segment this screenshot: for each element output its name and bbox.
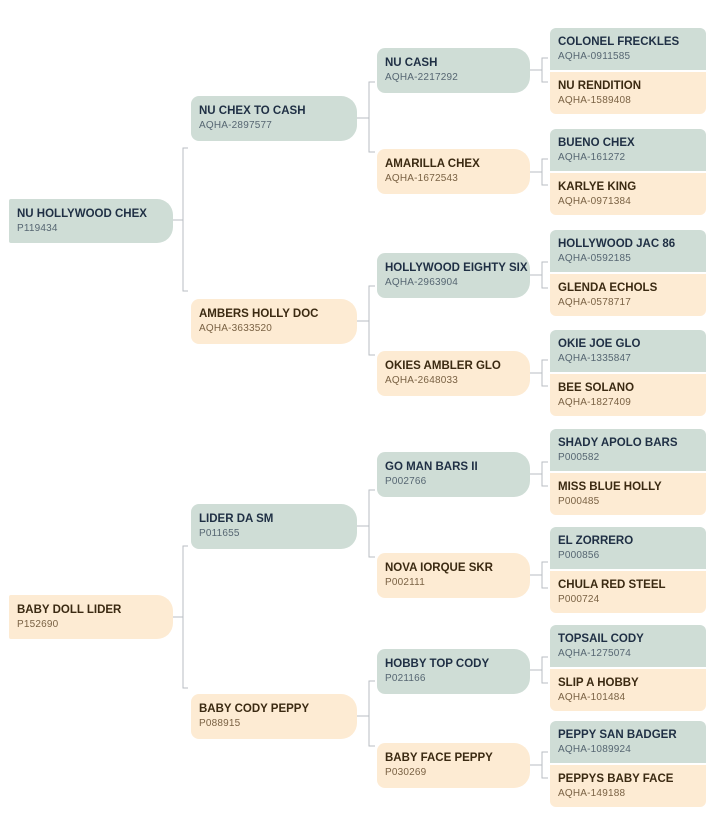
- horse-name: MISS BLUE HOLLY: [558, 480, 662, 493]
- horse-card-nu-hollywood-chex[interactable]: NU HOLLYWOOD CHEX P119434: [9, 199, 173, 243]
- registration-number: AQHA-0971384: [558, 195, 632, 207]
- registration-number: AQHA-0578717: [558, 296, 632, 308]
- horse-card-okies-ambler-glo[interactable]: OKIES AMBLER GLO AQHA-2648033: [377, 351, 530, 396]
- horse-card-shady-apolo-bars[interactable]: SHADY APOLO BARS P000582: [550, 429, 706, 471]
- horse-card-hollywood-eighty-six[interactable]: HOLLYWOOD EIGHTY SIX AQHA-2963904: [377, 253, 530, 298]
- horse-card-hobby-top-cody[interactable]: HOBBY TOP CODY P021166: [377, 649, 530, 694]
- horse-name: KARLYE KING: [558, 180, 637, 193]
- horse-name: CHULA RED STEEL: [558, 578, 666, 591]
- horse-name: COLONEL FRECKLES: [558, 35, 680, 48]
- horse-name: BUENO CHEX: [558, 136, 635, 149]
- horse-name: GLENDA ECHOLS: [558, 281, 658, 294]
- registration-number: AQHA-2963904: [385, 277, 459, 288]
- registration-number: AQHA-3633520: [199, 323, 273, 334]
- horse-name: BABY CODY PEPPY: [199, 703, 310, 715]
- horse-name: NU RENDITION: [558, 79, 642, 92]
- horse-card-nu-chex-to-cash[interactable]: NU CHEX TO CASH AQHA-2897577: [191, 96, 357, 141]
- registration-number: P011655: [199, 528, 240, 539]
- registration-number: AQHA-2217292: [385, 72, 459, 83]
- horse-card-peppy-san-badger[interactable]: PEPPY SAN BADGER AQHA-1089924: [550, 721, 706, 763]
- horse-name: EL ZORRERO: [558, 534, 634, 547]
- registration-number: P152690: [17, 618, 59, 630]
- horse-card-go-man-bars-ii[interactable]: GO MAN BARS II P002766: [377, 452, 530, 497]
- horse-name: AMARILLA CHEX: [385, 158, 480, 170]
- registration-number: P119434: [17, 222, 58, 234]
- registration-number: P021166: [385, 673, 426, 684]
- registration-number: AQHA-161272: [558, 151, 626, 163]
- horse-card-chula-red-steel[interactable]: CHULA RED STEEL P000724: [550, 571, 706, 613]
- horse-card-lider-da-sm[interactable]: LIDER DA SM P011655: [191, 504, 357, 549]
- horse-card-baby-face-peppy[interactable]: BABY FACE PEPPY P030269: [377, 743, 530, 788]
- horse-card-bee-solano[interactable]: BEE SOLANO AQHA-1827409: [550, 374, 706, 416]
- registration-number: AQHA-1827409: [558, 396, 632, 408]
- horse-name: TOPSAIL CODY: [558, 632, 644, 645]
- registration-number: AQHA-0911585: [558, 50, 631, 62]
- registration-number: P000582: [558, 451, 600, 463]
- registration-number: P002766: [385, 476, 427, 487]
- horse-name: PEPPYS BABY FACE: [558, 772, 674, 785]
- horse-name: HOLLYWOOD JAC 86: [558, 237, 676, 250]
- registration-number: P030269: [385, 767, 427, 778]
- horse-card-bueno-chex[interactable]: BUENO CHEX AQHA-161272: [550, 129, 706, 171]
- horse-card-hollywood-jac-86[interactable]: HOLLYWOOD JAC 86 AQHA-0592185: [550, 230, 706, 272]
- horse-name: HOBBY TOP CODY: [385, 658, 490, 670]
- registration-number: AQHA-1589408: [558, 94, 632, 106]
- horse-card-ambers-holly-doc[interactable]: AMBERS HOLLY DOC AQHA-3633520: [191, 299, 357, 344]
- registration-number: AQHA-1672543: [385, 173, 459, 184]
- horse-card-colonel-freckles[interactable]: COLONEL FRECKLES AQHA-0911585: [550, 28, 706, 70]
- horse-card-baby-cody-peppy[interactable]: BABY CODY PEPPY P088915: [191, 694, 357, 739]
- horse-name: PEPPY SAN BADGER: [558, 728, 677, 741]
- horse-card-nu-rendition[interactable]: NU RENDITION AQHA-1589408: [550, 72, 706, 114]
- horse-card-karlye-king[interactable]: KARLYE KING AQHA-0971384: [550, 173, 706, 215]
- registration-number: AQHA-1335847: [558, 352, 632, 364]
- registration-number: AQHA-0592185: [558, 252, 632, 264]
- horse-card-okie-joe-glo[interactable]: OKIE JOE GLO AQHA-1335847: [550, 330, 706, 372]
- horse-name: AMBERS HOLLY DOC: [199, 308, 319, 320]
- registration-number: AQHA-1089924: [558, 743, 632, 755]
- horse-name: BEE SOLANO: [558, 381, 635, 394]
- horse-name: NU CASH: [385, 57, 438, 69]
- horse-card-miss-blue-holly[interactable]: MISS BLUE HOLLY P000485: [550, 473, 706, 515]
- horse-card-slip-a-hobby[interactable]: SLIP A HOBBY AQHA-101484: [550, 669, 706, 711]
- horse-name: LIDER DA SM: [199, 513, 274, 525]
- horse-name: HOLLYWOOD EIGHTY SIX: [385, 262, 528, 274]
- horse-name: SHADY APOLO BARS: [558, 436, 678, 449]
- horse-card-glenda-echols[interactable]: GLENDA ECHOLS AQHA-0578717: [550, 274, 706, 316]
- horse-name: NU CHEX TO CASH: [199, 105, 306, 117]
- registration-number: AQHA-149188: [558, 787, 626, 799]
- horse-name: OKIE JOE GLO: [558, 337, 641, 350]
- horse-card-nu-cash[interactable]: NU CASH AQHA-2217292: [377, 48, 530, 93]
- horse-name: BABY DOLL LIDER: [17, 603, 122, 616]
- horse-name: GO MAN BARS II: [385, 461, 478, 473]
- registration-number: AQHA-2648033: [385, 375, 459, 386]
- horse-name: NOVA IORQUE SKR: [385, 562, 493, 574]
- registration-number: AQHA-101484: [558, 691, 626, 703]
- horse-name: OKIES AMBLER GLO: [385, 360, 501, 372]
- registration-number: P002111: [385, 577, 425, 588]
- registration-number: AQHA-2897577: [199, 120, 273, 131]
- horse-card-peppys-baby-face[interactable]: PEPPYS BABY FACE AQHA-149188: [550, 765, 706, 807]
- horse-card-baby-doll-lider[interactable]: BABY DOLL LIDER P152690: [9, 595, 173, 639]
- horse-card-el-zorrero[interactable]: EL ZORRERO P000856: [550, 527, 706, 569]
- registration-number: P000485: [558, 495, 600, 507]
- registration-number: P000856: [558, 549, 600, 561]
- horse-name: BABY FACE PEPPY: [385, 752, 493, 764]
- registration-number: P000724: [558, 593, 600, 605]
- registration-number: P088915: [199, 718, 241, 729]
- horse-card-topsail-cody[interactable]: TOPSAIL CODY AQHA-1275074: [550, 625, 706, 667]
- horse-name: SLIP A HOBBY: [558, 676, 639, 689]
- registration-number: AQHA-1275074: [558, 647, 632, 659]
- horse-name: NU HOLLYWOOD CHEX: [17, 207, 147, 220]
- horse-card-nova-iorque-skr[interactable]: NOVA IORQUE SKR P002111: [377, 553, 530, 598]
- horse-card-amarilla-chex[interactable]: AMARILLA CHEX AQHA-1672543: [377, 149, 530, 194]
